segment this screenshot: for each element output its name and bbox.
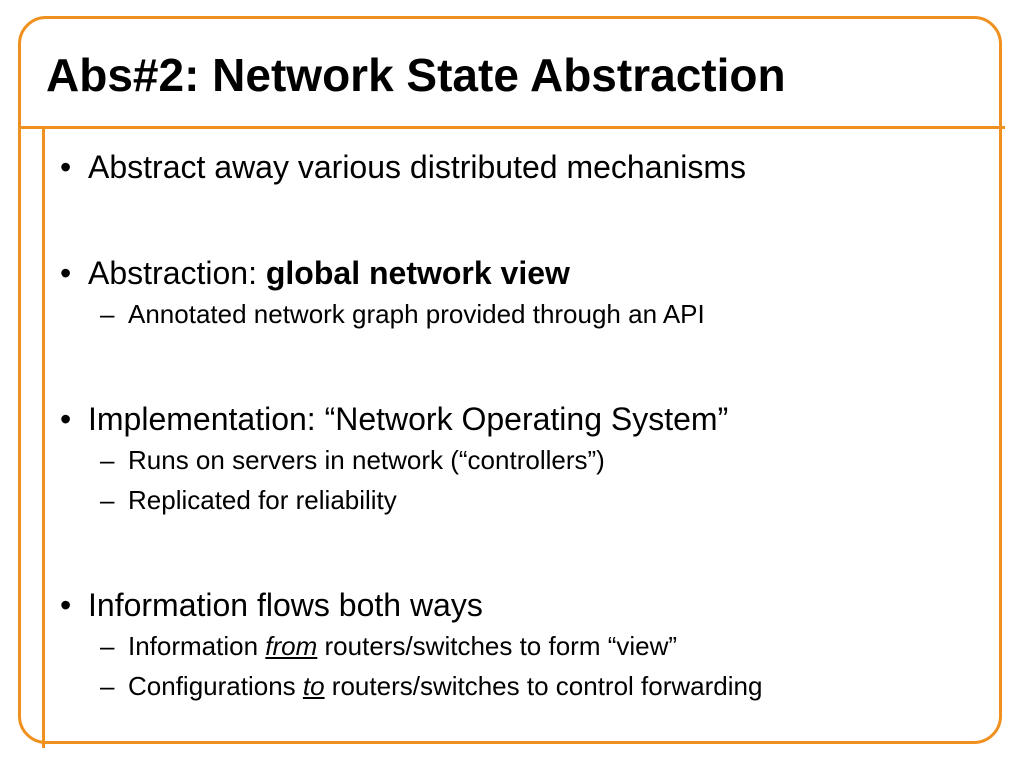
bullet-text: Information flows both ways (88, 587, 483, 623)
sub-bullet-item: – Runs on servers in network (“controlle… (100, 440, 990, 480)
sub-bullet-item: – Configurations to routers/switches to … (100, 666, 990, 706)
title-divider (18, 126, 1005, 129)
bullet-item: • Implementation: “Network Operating Sys… (60, 398, 990, 440)
sub-bullet-text: Configurations to routers/switches to co… (128, 666, 762, 706)
bullet-item: • Abstract away various distributed mech… (60, 146, 990, 188)
sub-bullet-item: – Replicated for reliability (100, 480, 990, 520)
sub-bullet-glyph: – (100, 485, 115, 515)
sub-bullet-text: Information from routers/switches to for… (128, 626, 677, 666)
bullet-list: • Abstract away various distributed mech… (60, 146, 990, 706)
sub-bullet-text: Replicated for reliability (128, 485, 397, 515)
bullet-item: • Information flows both ways (60, 584, 990, 626)
bullet-glyph: • (60, 149, 72, 185)
sub-bullet-glyph: – (100, 671, 115, 701)
bullet-glyph: • (60, 587, 72, 623)
sub-bullet-suffix: routers/switches to control forwarding (324, 671, 763, 701)
bullet-glyph: • (60, 401, 72, 437)
emphasis-to: to (302, 671, 325, 701)
bullet-text-prefix: Abstraction: (88, 255, 266, 291)
bullet-text: Abstract away various distributed mechan… (88, 149, 747, 185)
slide-frame (18, 16, 1002, 744)
sub-bullet-item: – Annotated network graph provided throu… (100, 294, 990, 334)
bullet-text-bold: global network view (265, 255, 570, 291)
sub-bullet-text: Runs on servers in network (“controllers… (128, 445, 605, 475)
sub-bullet-text: Annotated network graph provided through… (128, 299, 705, 329)
sub-bullet-prefix: Information (128, 631, 266, 661)
bullet-text: Abstraction: global network view (88, 252, 570, 294)
sub-bullet-prefix: Configurations (128, 671, 303, 701)
sub-bullet-glyph: – (100, 631, 115, 661)
sub-bullet-glyph: – (100, 299, 115, 329)
bullet-text: Implementation: “Network Operating Syste… (88, 401, 729, 437)
bullet-glyph: • (60, 255, 72, 291)
bullet-item: • Abstraction: global network view (60, 252, 990, 294)
emphasis-from: from (265, 631, 318, 661)
sub-bullet-glyph: – (100, 445, 115, 475)
left-accent-rule (42, 126, 45, 748)
sub-bullet-item: – Information from routers/switches to f… (100, 626, 990, 666)
slide-title: Abs#2: Network State Abstraction (46, 49, 786, 101)
sub-bullet-suffix: routers/switches to form “view” (317, 631, 678, 661)
